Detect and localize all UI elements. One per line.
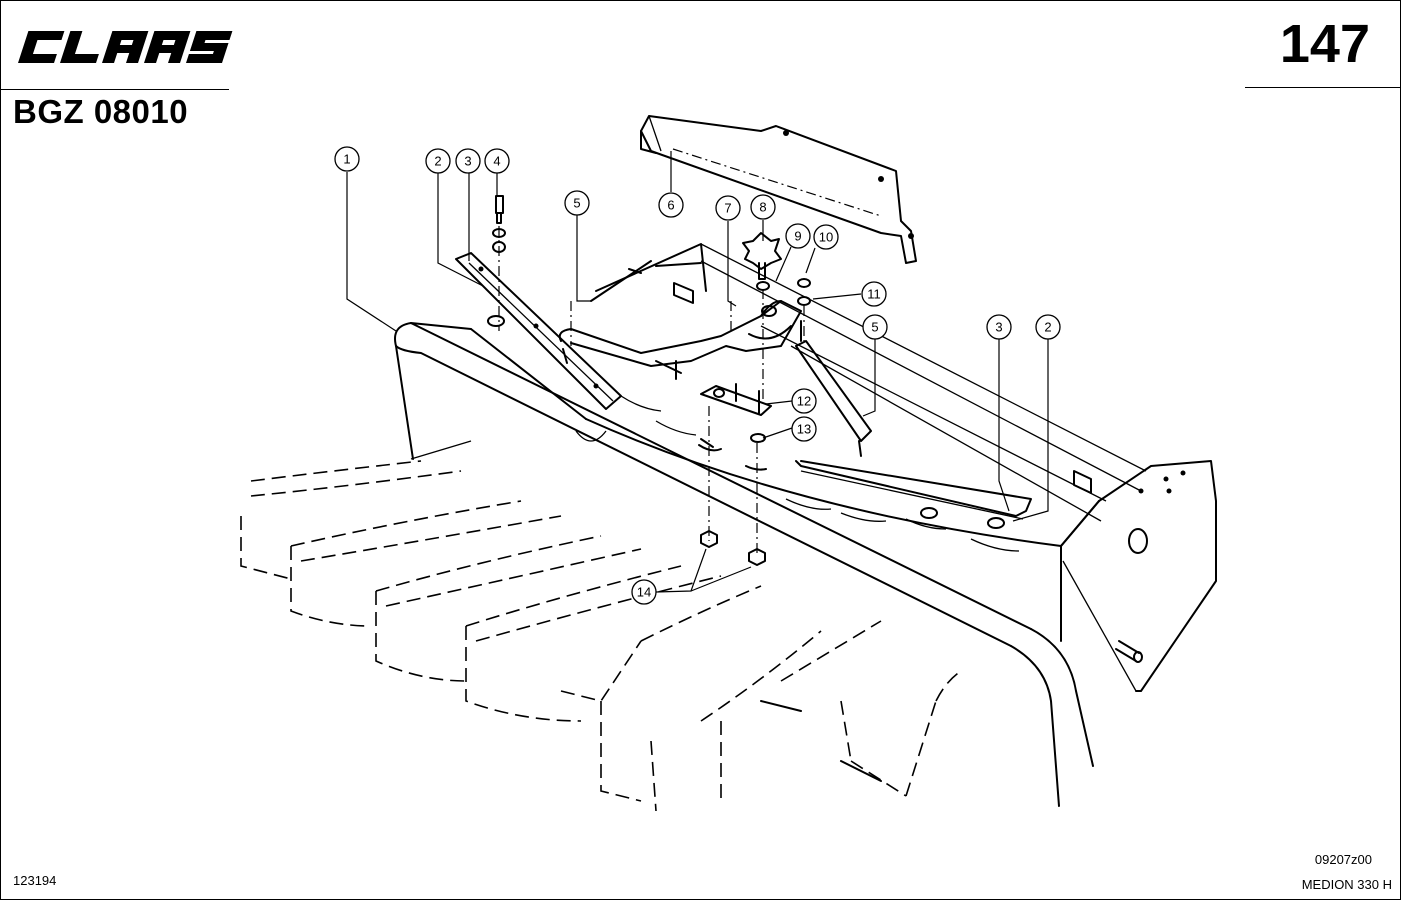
svg-text:2: 2 [434, 154, 441, 169]
callout-3-right: 3 [986, 314, 1012, 340]
rotor-tines-dashed [240, 460, 962, 812]
svg-text:3: 3 [995, 320, 1002, 335]
callout-11: 11 [861, 281, 887, 307]
svg-text:12: 12 [797, 394, 811, 409]
svg-text:2: 2 [1044, 320, 1051, 335]
callout-2-right: 2 [1035, 314, 1061, 340]
front-guard-body [394, 243, 1217, 807]
adjuster-struts [558, 232, 872, 566]
cover-plate [640, 115, 917, 264]
callout-3: 3 [455, 148, 481, 174]
svg-text:5: 5 [573, 196, 580, 211]
callout-4: 4 [484, 148, 510, 174]
callout-7: 7 [715, 195, 741, 221]
callout-2: 2 [425, 148, 451, 174]
callout-10: 10 [813, 224, 839, 250]
callout-1: 1 [334, 146, 360, 172]
svg-text:5: 5 [871, 320, 878, 335]
svg-text:6: 6 [667, 198, 674, 213]
page-number: 147 [1279, 14, 1370, 74]
guide-rail-right [795, 460, 1032, 520]
callout-leaders [346, 151, 1049, 593]
svg-text:8: 8 [759, 200, 766, 215]
svg-text:11: 11 [867, 287, 881, 302]
machine-model: MEDION 330 H [1301, 877, 1392, 892]
callout-5-right: 5 [862, 314, 888, 340]
claas-logo [18, 31, 233, 63]
svg-text:10: 10 [819, 230, 833, 245]
svg-text:13: 13 [797, 422, 811, 437]
document-code: BGZ 08010 [13, 93, 189, 130]
callout-8: 8 [750, 194, 776, 220]
svg-text:14: 14 [637, 585, 651, 600]
callout-bubbles: 1 2 3 4 5 6 7 8 9 10 11 5 3 2 12 13 14 [334, 146, 1061, 605]
guide-rail-left [455, 195, 622, 410]
callout-5: 5 [564, 190, 590, 216]
callout-13: 13 [791, 416, 817, 442]
svg-text:4: 4 [493, 154, 500, 169]
callout-6: 6 [658, 192, 684, 218]
svg-text:9: 9 [794, 229, 801, 244]
header-rule-left [1, 89, 229, 90]
drawing-code: 09207z00 [1314, 852, 1372, 867]
callout-9: 9 [785, 223, 811, 249]
header-rule-right [1245, 87, 1400, 88]
svg-text:3: 3 [464, 154, 471, 169]
svg-text:1: 1 [343, 152, 350, 167]
callout-14: 14 [631, 579, 657, 605]
footer-left-code: 123194 [13, 873, 57, 888]
callout-12: 12 [791, 388, 817, 414]
svg-text:7: 7 [724, 201, 731, 216]
